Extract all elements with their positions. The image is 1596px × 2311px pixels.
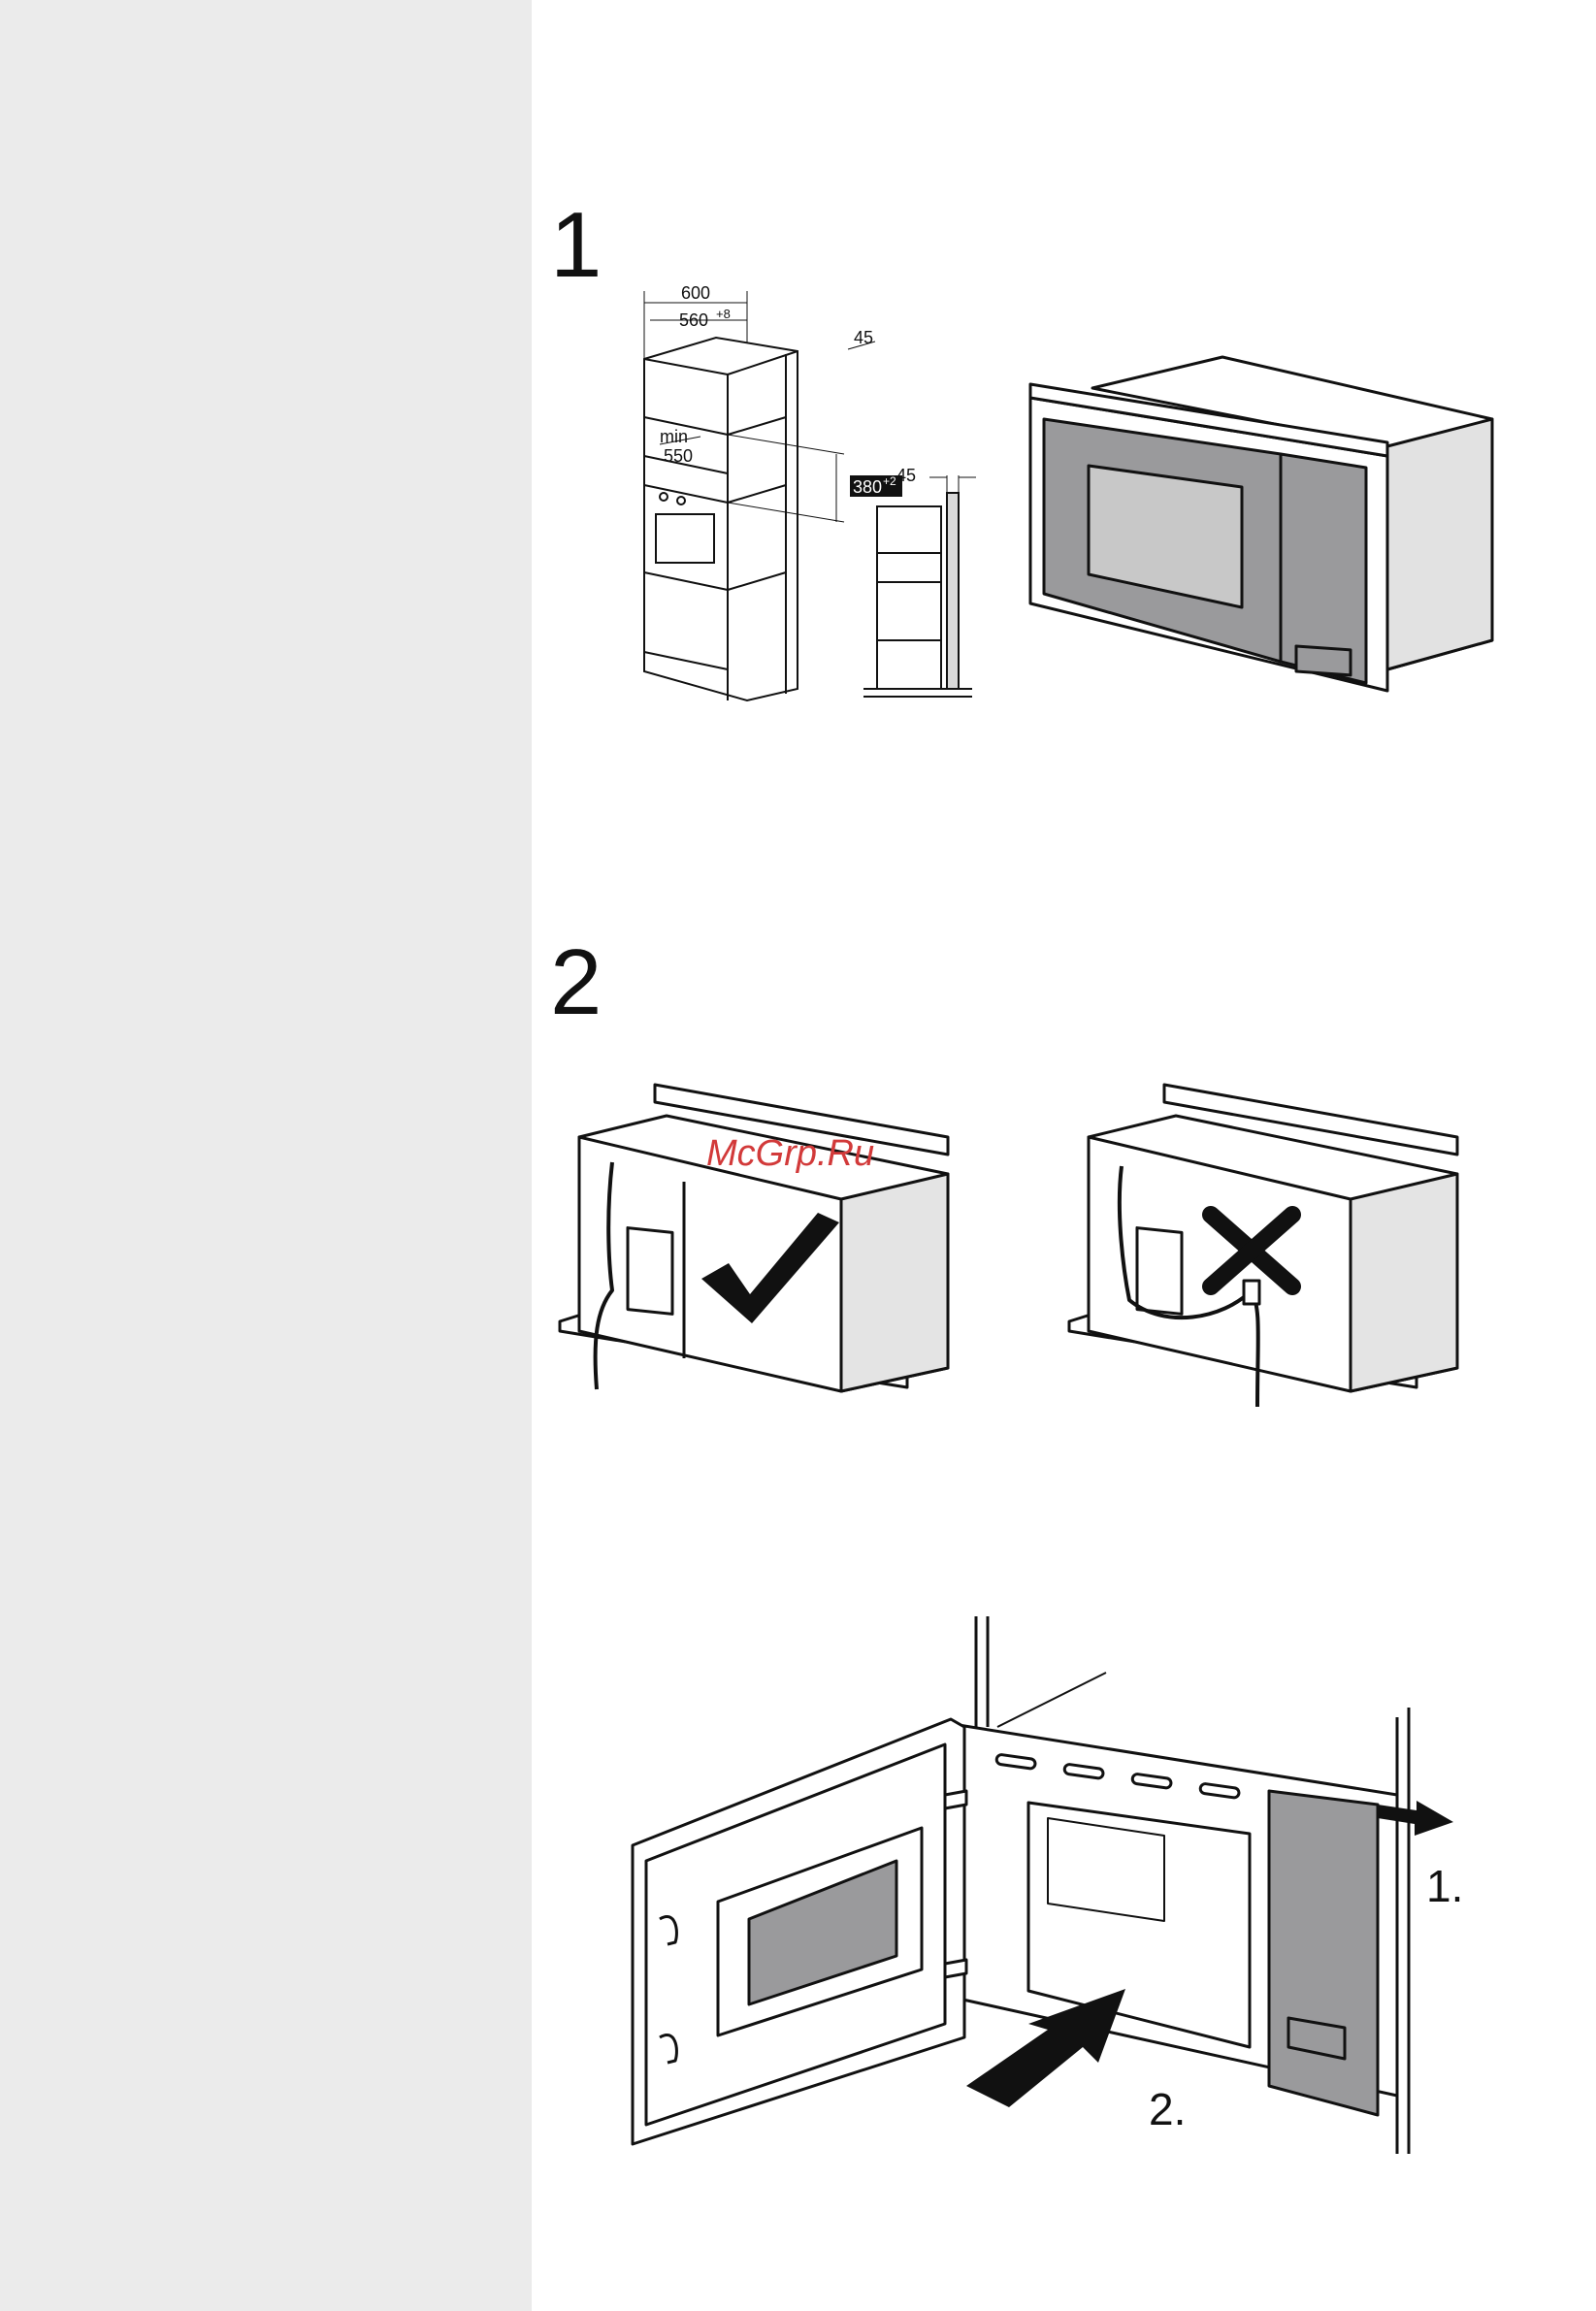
step-number-1: 1 <box>550 199 602 292</box>
correct-cable-routing-drawing <box>558 1077 907 1436</box>
side-section-drawing: 45 <box>854 456 990 708</box>
dim-min-550: 550 <box>664 446 693 466</box>
step-number-2: 2 <box>550 936 602 1029</box>
incorrect-cable-routing-drawing <box>1067 1077 1417 1436</box>
panel-removal-drawing: 1. 2. <box>621 1611 1484 2164</box>
dim-560-tolerance: +8 <box>716 307 731 321</box>
built-in-microwave-drawing <box>1019 349 1494 699</box>
dim-min-label: min <box>660 427 688 446</box>
watermark: McGrp.Ru <box>706 1133 874 1175</box>
dim-45-side: 45 <box>896 466 916 485</box>
dim-560: 560 <box>679 310 708 330</box>
install-step-1: 1. <box>1426 1861 1463 1911</box>
dim-45-top: 45 <box>854 328 873 347</box>
left-margin-band <box>0 0 532 2311</box>
dim-600: 600 <box>681 283 710 303</box>
install-step-2: 2. <box>1149 2084 1186 2134</box>
